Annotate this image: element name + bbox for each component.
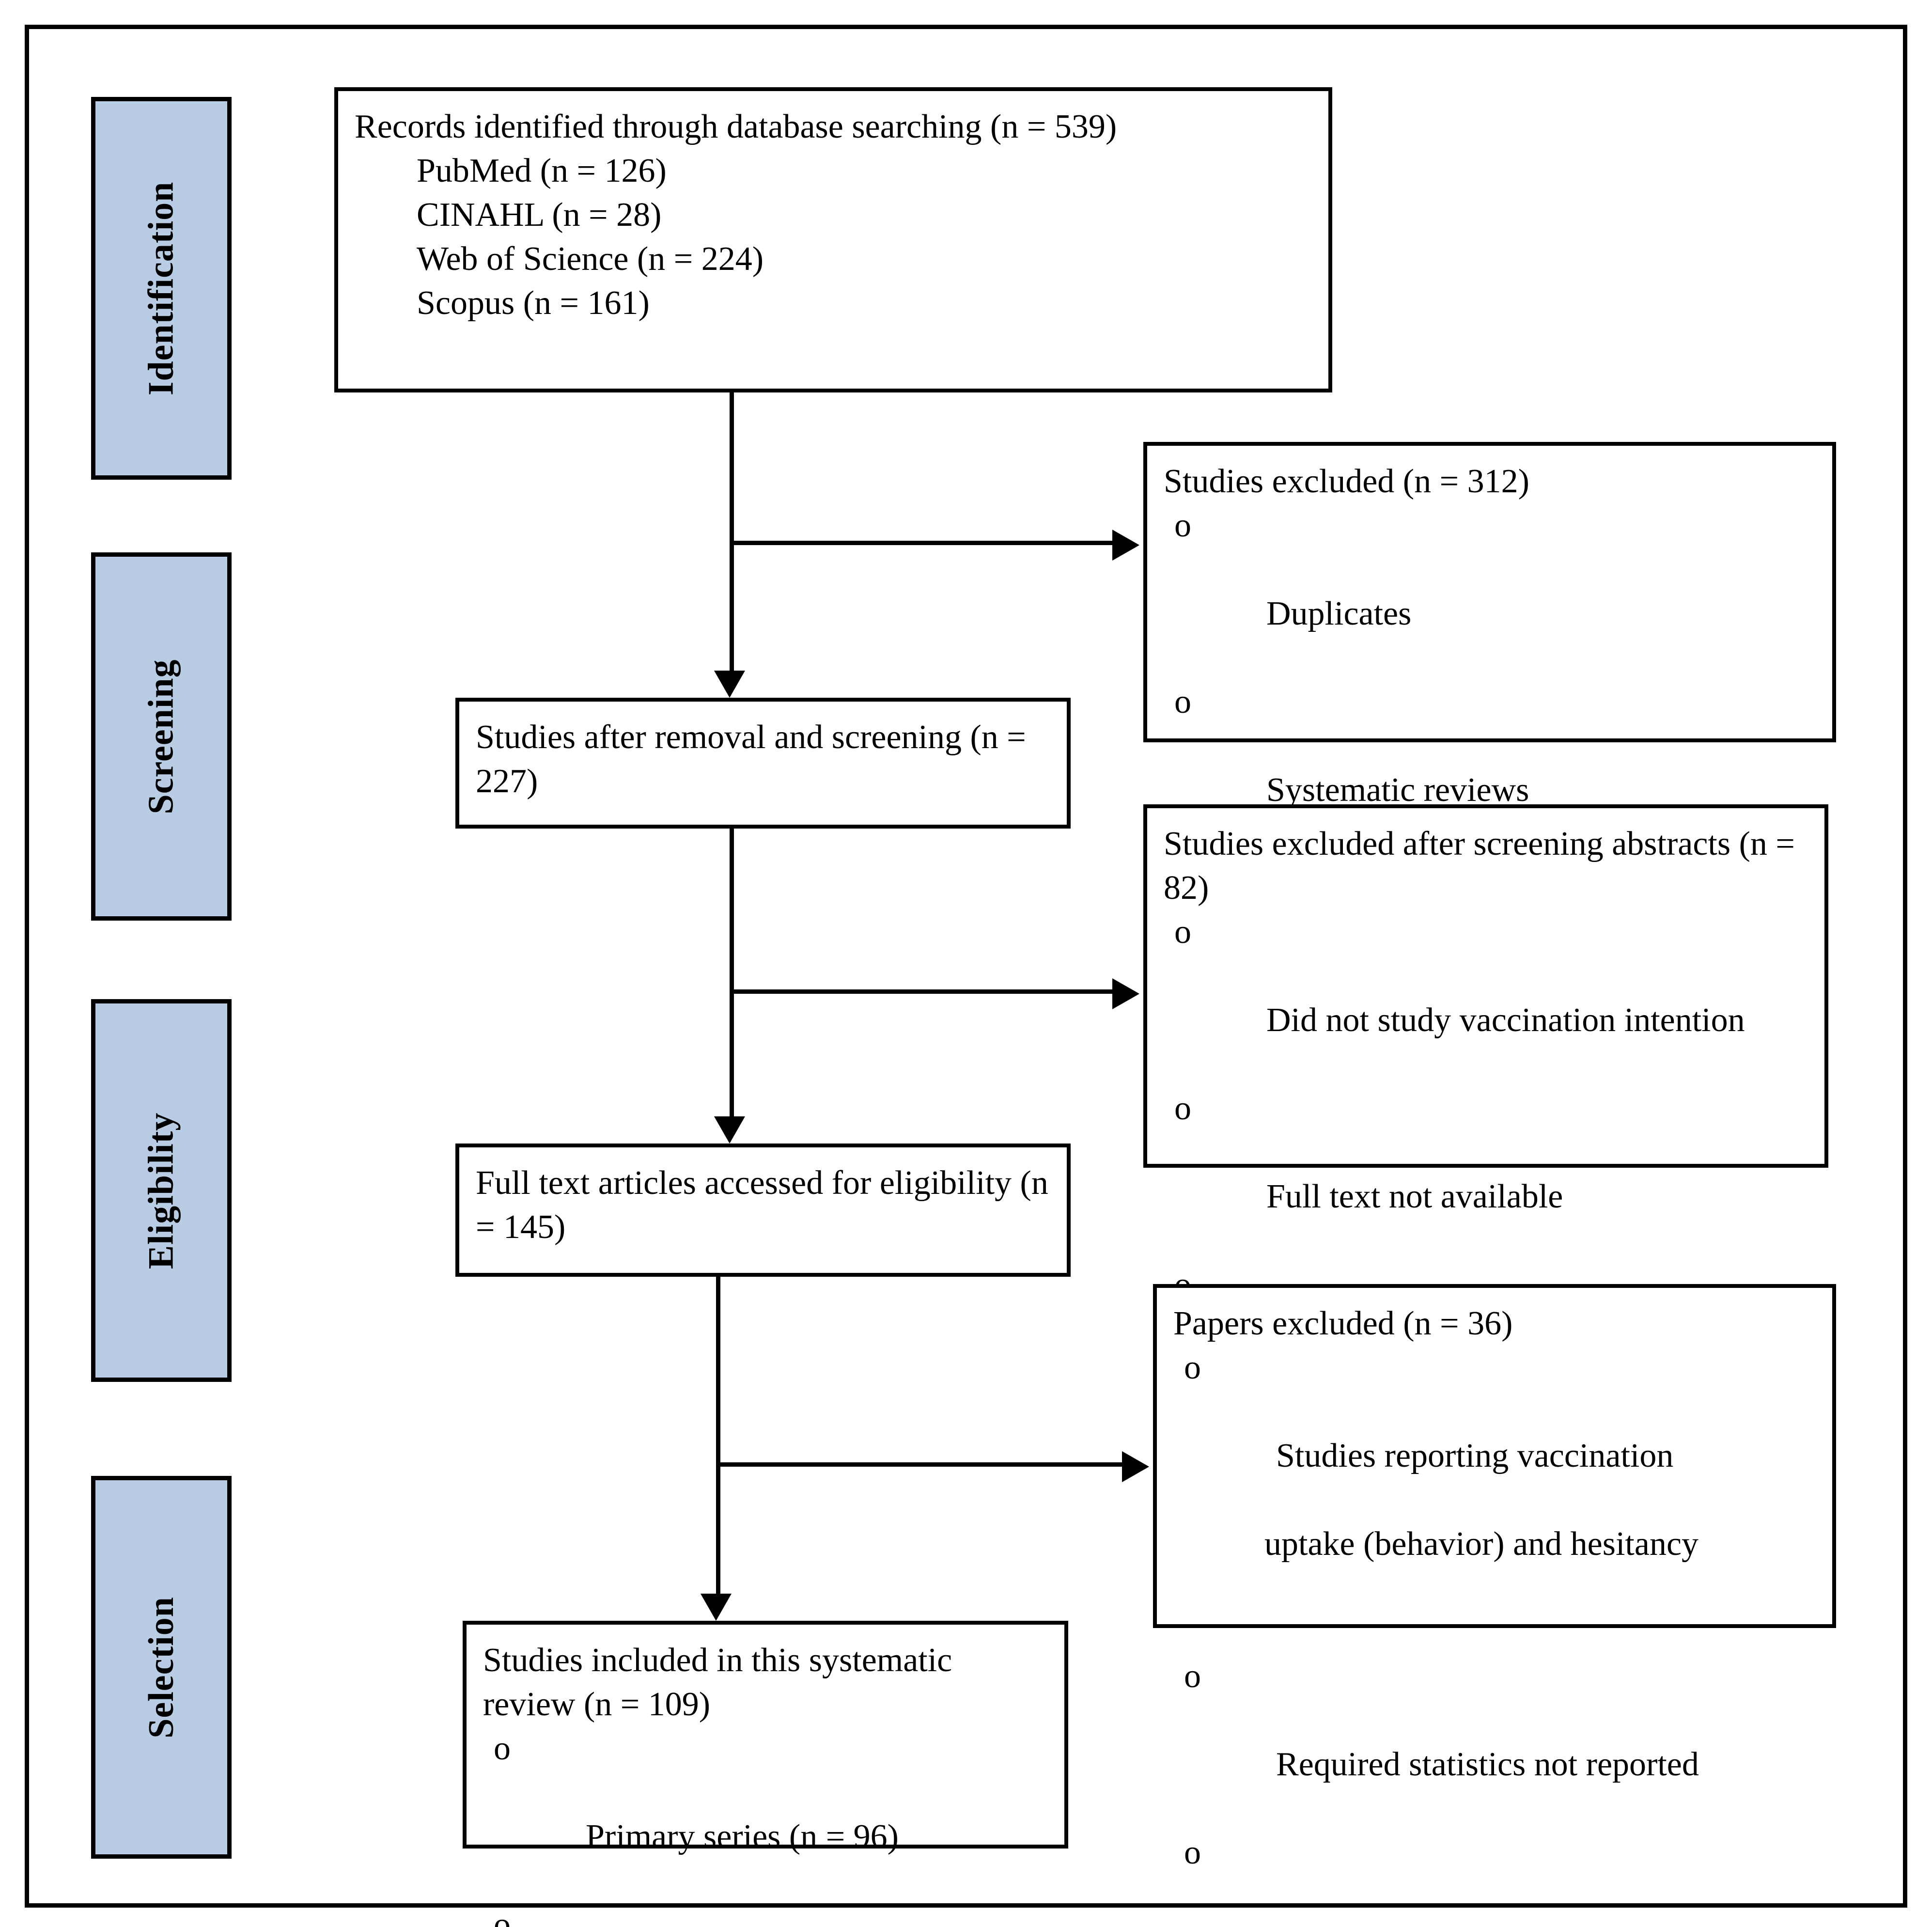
bullet-icon: o bbox=[1174, 1090, 1191, 1127]
box-excluded-312-title: Studies excluded (n = 312) bbox=[1164, 463, 1529, 500]
stage-bar-screening: Screening bbox=[91, 552, 232, 921]
reason-full-text-unavailable: o Full text not available bbox=[1164, 1086, 1808, 1263]
reason-uptake-behavior-hesitancy: o Studies reporting vaccination uptake (… bbox=[1173, 1346, 1816, 1654]
bullet-icon: o bbox=[1174, 507, 1191, 544]
arrowhead-right-to-excluded-36 bbox=[1122, 1451, 1149, 1482]
box-excluded-312: Studies excluded (n = 312) o Duplicates … bbox=[1143, 442, 1836, 1161]
stage-bar-selection: Selection bbox=[91, 1476, 232, 1859]
bullet-icon: o bbox=[1174, 913, 1191, 951]
stage-label-eligibility: Eligibility bbox=[141, 1112, 181, 1269]
bullet-icon: o bbox=[1184, 1834, 1201, 1871]
bullet-icon: o bbox=[1184, 1349, 1201, 1386]
bullet-icon: o bbox=[494, 1730, 511, 1767]
included-boosters: o Boosters (n = 13) bbox=[483, 1903, 1048, 1927]
connector-line-screening-to-eligibility bbox=[730, 829, 734, 1117]
reason-systematic-reviews: o Systematic reviews bbox=[1164, 680, 1816, 856]
arrowhead-down-to-eligibility bbox=[714, 1116, 745, 1144]
box-records-identified: Records identified through database sear… bbox=[334, 87, 1332, 392]
reason-no-vaccination-intention: o Did not study vaccination intention bbox=[1164, 910, 1808, 1086]
box-excluded-36: Papers excluded (n = 36) o Studies repor… bbox=[1153, 1284, 1836, 1927]
included-primary-series: o Primary series (n = 96) bbox=[483, 1726, 1048, 1903]
box-full-text-articles: Full text articles accessed for eligibil… bbox=[455, 1144, 1071, 1277]
box-excluded-36-reasons: o Studies reporting vaccination uptake (… bbox=[1173, 1346, 1816, 1927]
connector-line-to-excluded-82 bbox=[730, 989, 1112, 994]
box-full-text-articles-title: Full text articles accessed for eligibil… bbox=[476, 1164, 1057, 1246]
arrowhead-down-to-selection bbox=[701, 1594, 732, 1621]
arrowhead-right-to-excluded-312 bbox=[1112, 530, 1139, 561]
bullet-icon: o bbox=[494, 1906, 511, 1927]
box-records-identified-sources: PubMed (n = 126) CINAHL (n = 28) Web of … bbox=[355, 149, 1312, 325]
reason-measurement-not-appropriate: o Measurement not appropriate bbox=[1173, 1831, 1816, 1927]
connector-line-to-excluded-312 bbox=[730, 541, 1112, 545]
connector-line-to-excluded-36 bbox=[716, 1462, 1122, 1467]
stage-bar-identification: Identification bbox=[91, 97, 232, 480]
box-excluded-82: Studies excluded after screening abstrac… bbox=[1143, 804, 1828, 1568]
stage-bar-eligibility: Eligibility bbox=[91, 999, 232, 1382]
stage-label-selection: Selection bbox=[141, 1596, 181, 1739]
connector-line-eligibility-to-selection bbox=[716, 1277, 720, 1594]
page-border bbox=[25, 25, 1907, 1908]
stage-label-screening: Screening bbox=[141, 658, 181, 815]
source-pubmed: PubMed (n = 126) bbox=[417, 152, 667, 189]
box-studies-included-breakdown: o Primary series (n = 96) o Boosters (n … bbox=[483, 1726, 1048, 1927]
box-studies-after-screening-title: Studies after removal and screening (n =… bbox=[476, 719, 1035, 800]
bullet-icon: o bbox=[1174, 683, 1191, 721]
bullet-icon: o bbox=[1184, 1658, 1201, 1695]
box-studies-included: Studies included in this systematic revi… bbox=[463, 1621, 1068, 1927]
box-studies-included-title: Studies included in this systematic revi… bbox=[483, 1642, 961, 1723]
box-excluded-36-title: Papers excluded (n = 36) bbox=[1173, 1305, 1513, 1342]
stage-label-identification: Identification bbox=[141, 181, 181, 395]
box-records-identified-title: Records identified through database sear… bbox=[355, 108, 1117, 145]
arrowhead-down-to-screening bbox=[714, 671, 745, 698]
connector-line-identification-to-screening bbox=[730, 392, 734, 671]
source-scopus: Scopus (n = 161) bbox=[417, 284, 650, 322]
box-excluded-82-title: Studies excluded after screening abstrac… bbox=[1164, 825, 1804, 907]
reason-duplicates: o Duplicates bbox=[1164, 503, 1816, 680]
source-cinahl: CINAHL (n = 28) bbox=[417, 196, 662, 234]
arrowhead-right-to-excluded-82 bbox=[1112, 978, 1139, 1009]
box-studies-after-screening: Studies after removal and screening (n =… bbox=[455, 698, 1071, 829]
reason-required-statistics: o Required statistics not reported bbox=[1173, 1654, 1816, 1831]
source-web-of-science: Web of Science (n = 224) bbox=[417, 240, 764, 278]
